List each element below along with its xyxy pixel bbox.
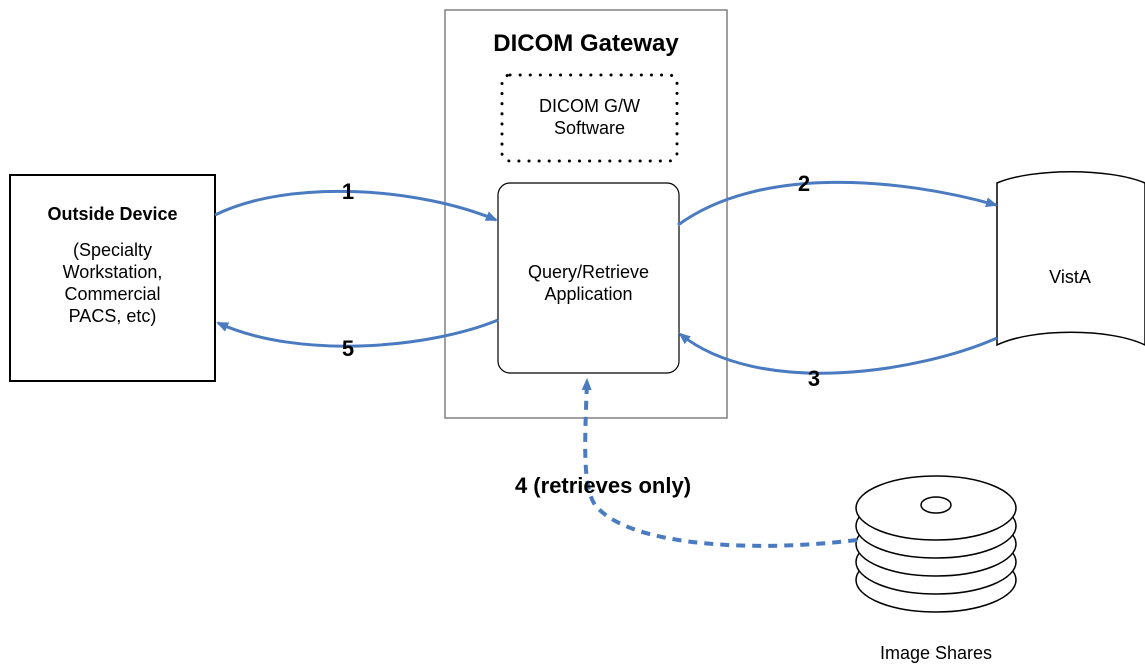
step-2-label: 2 [797, 171, 811, 196]
step-5-label: 5 [341, 336, 355, 361]
outside-device-label: Outside Device (Specialty Workstation, C… [10, 203, 215, 327]
arrow-step-1 [214, 189, 498, 222]
image-shares-disk-stack [855, 475, 1017, 613]
image-shares-label: Image Shares [879, 643, 993, 663]
outside-device-line-1: (Specialty [72, 240, 153, 260]
arrow-step-4-dashed [581, 378, 858, 548]
dicom-gw-software-box [500, 73, 679, 163]
step-4-label: 4 (retrieves only) [514, 473, 692, 498]
outside-device-box [9, 174, 216, 382]
query-retrieve-application-label: Query/Retrieve Application [498, 261, 679, 305]
arrow-step-2 [677, 180, 998, 227]
outside-device-line-2: Workstation, [62, 262, 163, 282]
outside-device-title: Outside Device [47, 204, 178, 224]
application-line-1: Query/Retrieve [527, 262, 650, 282]
dicom-gw-software-label: DICOM G/W Software [502, 95, 677, 139]
software-line-2: Software [553, 118, 626, 138]
outside-device-line-3: Commercial [64, 284, 161, 304]
step-3-label: 3 [807, 366, 821, 391]
step-1-label: 1 [341, 179, 355, 204]
arrow-step-5 [216, 318, 499, 348]
query-retrieve-application-box [497, 182, 680, 374]
disk-spindle-hole [920, 496, 952, 514]
application-line-2: Application [544, 284, 633, 304]
vista-database-cylinder [996, 171, 1145, 347]
outside-device-line-4: PACS, etc) [68, 306, 157, 326]
arrow-step-3 [678, 332, 998, 375]
software-line-1: DICOM G/W [539, 96, 640, 116]
dicom-gateway-title: DICOM Gateway [493, 30, 679, 57]
vista-label: VistA [1049, 267, 1091, 287]
